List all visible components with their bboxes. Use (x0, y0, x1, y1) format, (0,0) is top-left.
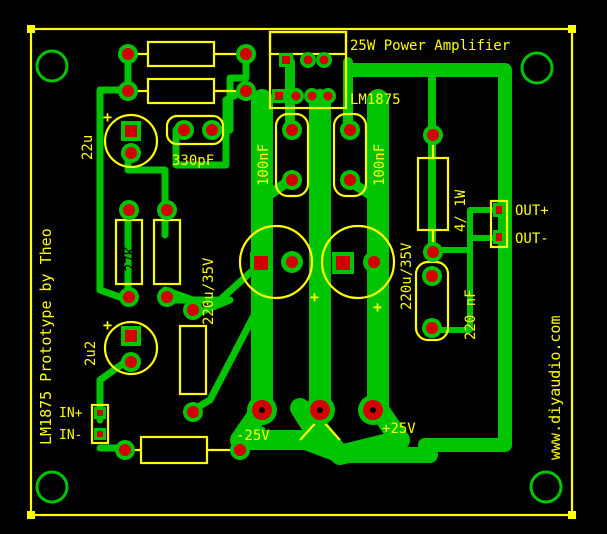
labels: 25W Power Amplifier LM1875 33K 1K 330pF … (37, 38, 564, 460)
rail-plus-25v-label: +25V (382, 421, 416, 437)
resistor-1m-label: 1M (187, 353, 203, 370)
resistor-33k-label: 33K (165, 47, 191, 63)
rail-minus-25v-label: -25V (236, 428, 270, 444)
pads (94, 44, 505, 460)
cap-220nf-outline (414, 260, 450, 342)
corner-marker-tl (27, 25, 35, 33)
cap-100nf-left-label: 100nF (256, 144, 272, 186)
terminal-out-minus-label: OUT- (515, 231, 549, 247)
board-title: 25W Power Amplifier (350, 38, 510, 54)
polarity-plus-220u-right: + (373, 298, 382, 316)
pad-r33k-2 (236, 44, 256, 64)
website-text: www.diyaudio.com (546, 316, 564, 461)
mounting-hole-tl (35, 49, 69, 83)
mounting-holes (35, 49, 563, 504)
board-outline (29, 27, 574, 517)
ic-label: LM1875 (350, 92, 401, 108)
resistor-1k-mid-label: 1K (161, 247, 177, 264)
cap-220u-left-label: 220u/35V (201, 257, 217, 325)
resistor-27k-label: 27K (123, 246, 139, 272)
mounting-hole-tr (520, 51, 554, 85)
cap-220u-left-outline (238, 224, 314, 300)
corner-marker-br (568, 511, 576, 519)
pad-r1k-top-1 (118, 81, 138, 101)
silkscreen (90, 30, 509, 465)
pad-r1k-top-2 (236, 81, 256, 101)
resistor-4r-1w-label: 4/ 1W (453, 189, 469, 232)
terminal-in-minus-label: IN- (59, 428, 82, 443)
cap-2u2-outline (103, 320, 159, 376)
resistor-1k-top-label: 1K (170, 84, 187, 100)
corner-marker-bl (27, 511, 35, 519)
terminal-in-plus-label: IN+ (59, 406, 83, 421)
cap-2u2-label: 2u2 (83, 341, 99, 366)
cap-100nf-right-label: 100nF (372, 144, 388, 186)
cap-100nf-right-outline (332, 112, 368, 198)
resistor-1m-body (178, 324, 208, 396)
cap-22u-label: 22u (80, 135, 96, 160)
board-side-text: LM1875 Prototype by Theo (37, 228, 55, 445)
output-connector-outline (489, 199, 509, 249)
input-connector-outline (90, 403, 110, 445)
mounting-hole-br (529, 470, 563, 504)
cap-220u-right-outline (320, 224, 396, 300)
terminal-out-plus-label: OUT+ (515, 203, 549, 219)
polarity-plus-2u2: + (103, 316, 112, 334)
polarity-plus-220u-left: + (310, 288, 319, 306)
pad-r33k-1 (118, 44, 138, 64)
cap-220u-right-label: 220u/35V (399, 242, 415, 310)
cap-220nf-label: 220 nF (463, 289, 479, 340)
cap-22u-outline (103, 113, 159, 169)
corner-marker-tr (568, 25, 576, 33)
resistor-10-label: 10 (166, 443, 183, 459)
mounting-hole-bl (35, 470, 69, 504)
cap-330pf-label: 330pF (172, 153, 214, 169)
cap-330pf-outline (165, 114, 225, 146)
cap-100nf-left-outline (274, 112, 310, 198)
polarity-plus-22u: + (103, 108, 112, 126)
